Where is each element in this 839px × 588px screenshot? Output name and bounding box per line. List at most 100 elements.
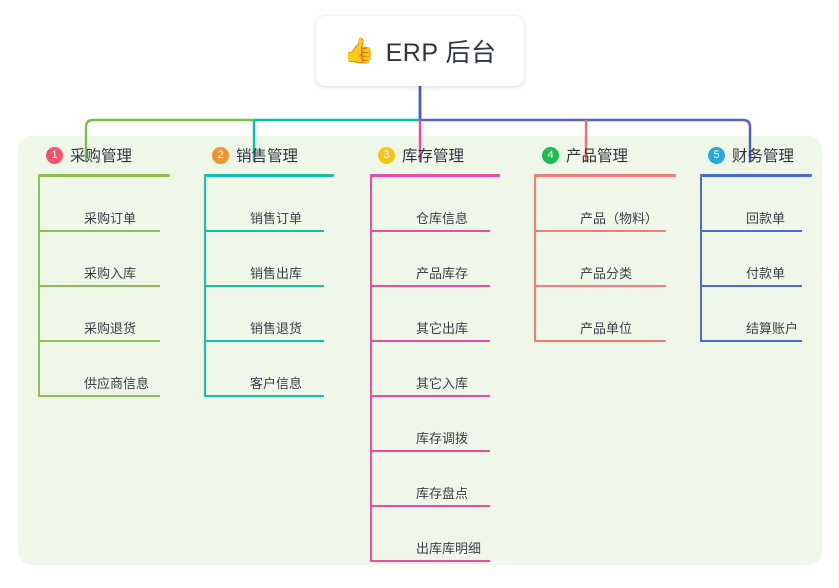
branch-title: 采购管理 xyxy=(70,148,133,165)
leaf-node-underline xyxy=(370,394,490,397)
leaf-node[interactable]: 采购入库 xyxy=(38,232,178,287)
leaf-node-underline xyxy=(38,229,160,232)
leaf-node-underline xyxy=(204,394,324,397)
leaf-node-underline xyxy=(38,284,160,287)
branch-header-underline xyxy=(38,174,170,177)
branch-items-col-sales: 销售订单销售出库销售退货客户信息 xyxy=(204,176,342,397)
leaf-node[interactable]: 供应商信息 xyxy=(38,342,178,397)
leaf-node-label: 采购入库 xyxy=(84,265,137,281)
bus-left-elbow xyxy=(84,118,94,128)
branch-spine xyxy=(700,176,702,342)
branch-panel-background xyxy=(18,136,822,565)
leaf-node[interactable]: 产品库存 xyxy=(370,232,508,287)
branch-header-underline xyxy=(700,174,812,177)
branch-title: 销售管理 xyxy=(236,148,299,165)
branch-col-product[interactable]: 4 产品管理产品（物料） 产品分类产品单位 xyxy=(524,136,684,342)
leaf-node[interactable]: 付款单 xyxy=(700,232,820,287)
branch-number-badge: 3 xyxy=(378,146,395,164)
leaf-node[interactable]: 库存调拨 xyxy=(370,397,508,452)
branch-number-badge: 5 xyxy=(708,146,725,164)
leaf-node-underline xyxy=(370,229,490,232)
leaf-node[interactable]: 销售退货 xyxy=(204,287,342,342)
leaf-node-underline xyxy=(38,394,160,397)
branch-title: 财务管理 xyxy=(732,148,795,165)
leaf-node[interactable]: 其它入库 xyxy=(370,342,508,397)
branch-col-purchase[interactable]: 1 采购管理采购订单采购入库采购退货供应商信息 xyxy=(28,136,178,397)
branch-number-badge: 4 xyxy=(542,146,559,164)
branch-header-col-purchase[interactable]: 1 采购管理 xyxy=(28,136,178,174)
leaf-node-label: 产品分类 xyxy=(580,265,633,281)
branch-items-col-product: 产品（物料） 产品分类产品单位 xyxy=(534,176,684,342)
leaf-node-underline xyxy=(370,449,490,452)
branch-columns: 1 采购管理采购订单采购入库采购退货供应商信息 2 销售管理销售订单销售出库销售退货客… xyxy=(18,136,822,565)
leaf-node[interactable]: 产品单位 xyxy=(534,287,684,342)
leaf-node-underline xyxy=(204,284,324,287)
leaf-node[interactable]: 回款单 xyxy=(700,177,820,232)
branch-header-col-inventory[interactable]: 3 库存管理 xyxy=(360,136,508,174)
leaf-node-label: 其它入库 xyxy=(416,375,469,391)
leaf-node-label: 客户信息 xyxy=(250,375,303,391)
branch-header-underline xyxy=(534,174,676,177)
branch-col-inventory[interactable]: 3 库存管理仓库信息产品库存其它出库其它入库库存调拨库存盘点出库库明细 xyxy=(360,136,508,562)
leaf-node-label: 仓库信息 xyxy=(416,210,469,226)
leaf-node[interactable]: 产品分类 xyxy=(534,232,684,287)
leaf-node-label: 销售退货 xyxy=(250,320,303,336)
branch-number-badge: 1 xyxy=(46,146,63,164)
leaf-node[interactable]: 采购退货 xyxy=(38,287,178,342)
leaf-node[interactable]: 其它出库 xyxy=(370,287,508,342)
branch-spine xyxy=(534,176,536,342)
leaf-node-label: 供应商信息 xyxy=(84,375,150,391)
leaf-node-label: 销售订单 xyxy=(250,210,303,226)
leaf-node[interactable]: 销售订单 xyxy=(204,177,342,232)
leaf-node-underline xyxy=(700,229,802,232)
leaf-node[interactable]: 结算账户 xyxy=(700,287,820,342)
leaf-node-label: 出库库明细 xyxy=(416,540,482,556)
leaf-node-label: 产品库存 xyxy=(416,265,469,281)
branch-header-underline xyxy=(204,174,334,177)
leaf-node-underline xyxy=(534,284,666,287)
branch-title: 库存管理 xyxy=(402,148,465,165)
leaf-node-label: 库存调拨 xyxy=(416,430,469,446)
leaf-node-label: 产品单位 xyxy=(580,320,633,336)
branch-number-badge: 2 xyxy=(212,146,229,164)
leaf-node[interactable]: 销售出库 xyxy=(204,232,342,287)
leaf-node-underline xyxy=(370,339,490,342)
leaf-node-underline xyxy=(700,284,802,287)
leaf-node-underline xyxy=(38,339,160,342)
leaf-node-label: 销售出库 xyxy=(250,265,303,281)
branch-header-col-finance[interactable]: 5 财务管理 xyxy=(690,136,820,174)
branch-items-col-purchase: 采购订单采购入库采购退货供应商信息 xyxy=(38,176,178,397)
leaf-node[interactable]: 仓库信息 xyxy=(370,177,508,232)
leaf-node-underline xyxy=(370,504,490,507)
leaf-node-underline xyxy=(700,339,802,342)
leaf-node-label: 结算账户 xyxy=(746,320,799,336)
leaf-node[interactable]: 客户信息 xyxy=(204,342,342,397)
leaf-node-label: 采购退货 xyxy=(84,320,137,336)
branch-header-col-sales[interactable]: 2 销售管理 xyxy=(194,136,342,174)
leaf-node-underline xyxy=(204,229,324,232)
leaf-node-label: 库存盘点 xyxy=(416,485,469,501)
root-node-content: 👍 ERP 后台 xyxy=(343,33,496,69)
leaf-node[interactable]: 库存盘点 xyxy=(370,452,508,507)
leaf-node[interactable]: 出库库明细 xyxy=(370,507,508,562)
leaf-node-label: 回款单 xyxy=(746,210,786,226)
branch-header-col-product[interactable]: 4 产品管理 xyxy=(524,136,684,174)
branch-spine xyxy=(204,176,206,397)
leaf-node[interactable]: 产品（物料） xyxy=(534,177,684,232)
branch-spine xyxy=(38,176,40,397)
branch-col-finance[interactable]: 5 财务管理回款单付款单结算账户 xyxy=(690,136,820,342)
leaf-node-label: 采购订单 xyxy=(84,210,137,226)
leaf-node-label: 其它出库 xyxy=(416,320,469,336)
branch-col-sales[interactable]: 2 销售管理销售订单销售出库销售退货客户信息 xyxy=(194,136,342,397)
branch-items-col-finance: 回款单付款单结算账户 xyxy=(700,176,820,342)
branch-title: 产品管理 xyxy=(566,148,629,165)
root-node[interactable]: 👍 ERP 后台 xyxy=(316,16,524,86)
leaf-node-underline xyxy=(534,339,666,342)
leaf-node-underline xyxy=(370,559,490,562)
branch-header-underline xyxy=(370,174,500,177)
leaf-node-underline xyxy=(370,284,490,287)
leaf-node-underline xyxy=(204,339,324,342)
branch-spine xyxy=(370,176,372,562)
leaf-node[interactable]: 采购订单 xyxy=(38,177,178,232)
